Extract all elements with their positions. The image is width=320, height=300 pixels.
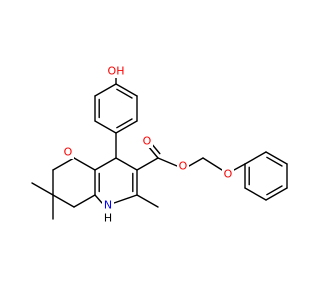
ester-bond — [136, 157, 159, 171]
ether-oxygen: O — [222, 167, 234, 181]
phenol-ring-bond-inner — [116, 118, 133, 129]
amine-nitrogen-label: N — [104, 199, 112, 212]
ether-oxygen-label: O — [224, 168, 233, 181]
ring-bond — [115, 157, 138, 171]
phenyl-ring-bond — [265, 187, 288, 201]
ring-bond — [52, 194, 75, 208]
ester-carbonyl-oxygen-label: O — [143, 135, 152, 148]
carbonyl-double-bond-inner — [151, 144, 161, 155]
chain-bond — [233, 163, 246, 171]
phenyl-ring-bond — [265, 151, 288, 165]
ring-bond — [113, 194, 138, 204]
phenol-ring-bond — [94, 83, 117, 97]
amine-hydrogen-label: H — [104, 212, 112, 225]
phenyl-ring-bond-inner — [266, 185, 283, 196]
hydroxyl-group: OH — [106, 64, 126, 78]
phenyl-ring-bond-inner — [266, 156, 283, 167]
hydroxyl-label: OH — [108, 65, 125, 78]
ester-oxygen: O — [177, 159, 189, 173]
chain-bond — [202, 157, 223, 171]
methyl-bond — [136, 194, 159, 208]
phenol-ring-bond — [115, 83, 138, 97]
methyl-bond — [31, 182, 54, 196]
ester-carbonyl-oxygen: O — [141, 134, 153, 148]
ester-oxygen-label: O — [179, 160, 188, 173]
chain-bond — [188, 157, 204, 167]
phenol-ring-bond — [94, 120, 117, 134]
chemical-structure: OH O O O O N H — [31, 64, 288, 225]
phenyl-ring-bond — [244, 151, 267, 165]
bond-layer — [31, 77, 288, 220]
ester-bond — [157, 157, 178, 167]
structure-canvas: OH O O O O N H — [31, 64, 288, 225]
phenol-ring-bond-inner — [116, 88, 133, 99]
ketone-oxygen-label: O — [64, 146, 73, 159]
ring-bond — [73, 194, 96, 208]
phenyl-ring-bond — [244, 187, 267, 201]
phenol-ring-bond — [115, 120, 138, 134]
ring-bond — [94, 157, 117, 171]
ring-bond — [52, 157, 75, 171]
amine-nh-group: N H — [102, 199, 114, 225]
ring-bond — [73, 157, 96, 171]
ketone-oxygen: O — [62, 145, 74, 159]
ring-bond — [94, 194, 103, 204]
